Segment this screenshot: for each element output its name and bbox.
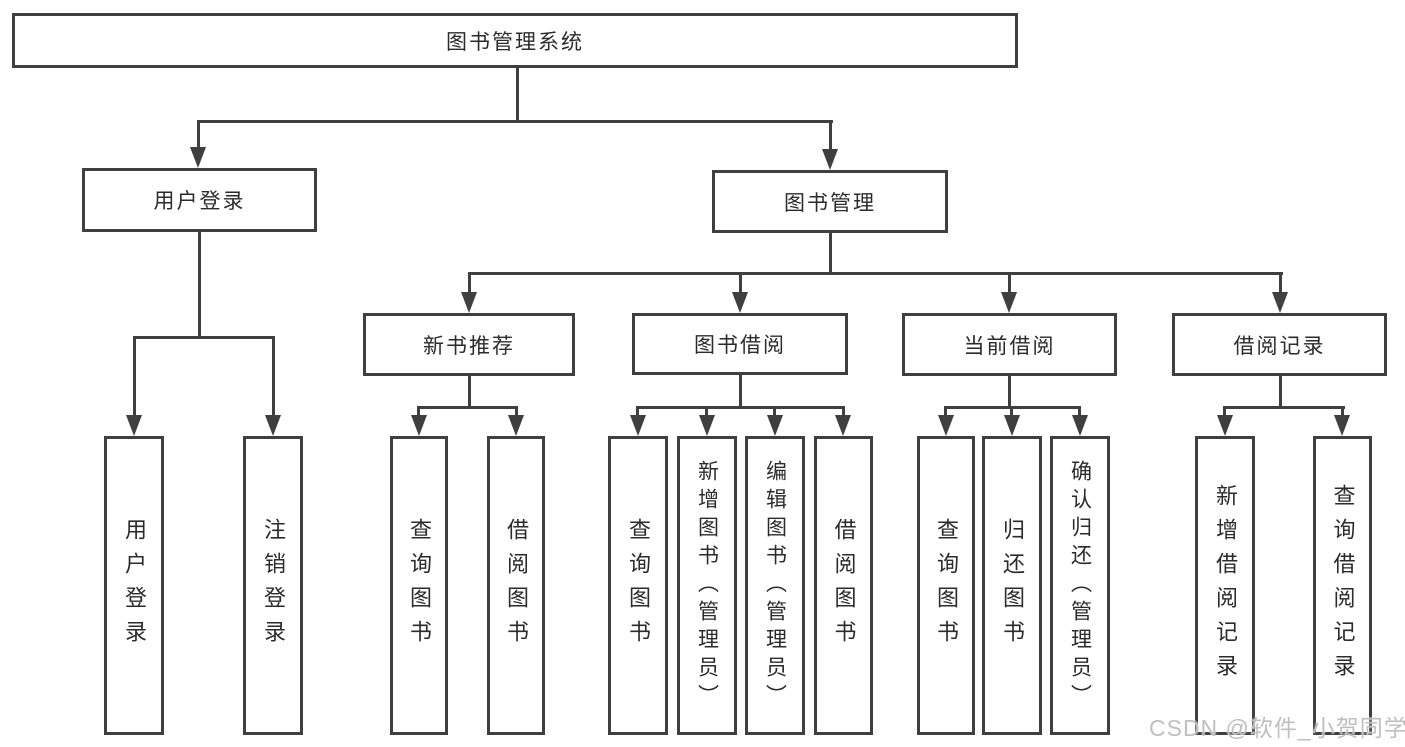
node-current-borrowing: 当前借阅 <box>902 313 1117 376</box>
arrow-down-icon <box>461 292 477 313</box>
arrow-down-icon <box>1001 292 1017 313</box>
connector-line <box>198 232 201 339</box>
arrow-down-icon <box>1004 415 1020 436</box>
node-borrowing-records-label: 借阅记录 <box>1233 334 1326 358</box>
csdn-watermark: CSDN @软件_小贺同学 <box>1149 715 1405 741</box>
connector-line <box>133 336 275 339</box>
leaf-query-books-current-label: 查询图书 <box>934 517 959 654</box>
leaf-edit-books-admin: 编辑图书（管理员） <box>745 436 805 735</box>
leaf-query-borrow-record: 查询借阅记录 <box>1313 436 1372 735</box>
connector-line <box>516 68 519 120</box>
node-new-book-recommendation: 新书推荐 <box>363 313 575 376</box>
leaf-borrow-books-recommend: 借阅图书 <box>487 436 545 735</box>
node-new-book-recommendation-label: 新书推荐 <box>423 334 515 358</box>
connector-line <box>515 406 518 417</box>
node-book-management-label: 图书管理 <box>784 191 876 215</box>
arrow-down-icon <box>1217 415 1233 436</box>
arrow-down-icon <box>630 415 646 436</box>
connector-line <box>739 272 742 292</box>
connector-line <box>705 406 708 417</box>
connector-line <box>272 339 275 416</box>
connector-line <box>829 233 832 275</box>
leaf-borrow-books-borrowing: 借阅图书 <box>814 436 873 735</box>
connector-line <box>417 406 420 417</box>
leaf-add-borrow-record: 新增借阅记录 <box>1195 436 1255 735</box>
leaf-edit-books-admin-label: 编辑图书（管理员） <box>763 459 787 712</box>
leaf-query-books-recommend-label: 查询图书 <box>407 517 432 654</box>
leaf-query-borrow-record-label: 查询借阅记录 <box>1330 483 1356 688</box>
leaf-user-login: 用户登录 <box>104 436 164 735</box>
node-book-management: 图书管理 <box>712 170 948 233</box>
connector-line <box>1279 376 1282 408</box>
connector-line <box>197 120 833 123</box>
arrow-down-icon <box>822 149 838 170</box>
leaf-query-books-recommend: 查询图书 <box>390 436 448 735</box>
connector-line <box>468 376 471 408</box>
arrow-down-icon <box>411 415 427 436</box>
arrow-down-icon <box>190 147 206 168</box>
connector-line <box>1223 406 1345 409</box>
connector-line <box>739 375 742 408</box>
connector-line <box>1008 272 1011 292</box>
leaf-confirm-return-admin: 确认归还（管理员） <box>1050 436 1110 735</box>
connector-line <box>636 406 639 417</box>
arrow-down-icon <box>1272 292 1288 313</box>
leaf-query-books-borrowing-label: 查询图书 <box>626 517 651 654</box>
connector-line <box>1341 406 1344 417</box>
arrow-down-icon <box>1334 415 1350 436</box>
node-root-label: 图书管理系统 <box>446 30 584 54</box>
node-user-login: 用户登录 <box>82 168 317 232</box>
leaf-confirm-return-admin-label: 确认归还（管理员） <box>1068 459 1092 712</box>
arrow-down-icon <box>938 415 954 436</box>
arrow-down-icon <box>699 415 715 436</box>
leaf-logout-label: 注销登录 <box>261 517 286 654</box>
arrow-down-icon <box>126 415 142 436</box>
connector-line <box>197 120 200 148</box>
arrow-down-icon <box>767 415 783 436</box>
arrow-down-icon <box>835 415 851 436</box>
connector-line <box>1008 376 1011 408</box>
leaf-user-login-label: 用户登录 <box>122 517 147 654</box>
connector-line <box>944 406 947 417</box>
connector-line <box>829 120 832 150</box>
leaf-return-books-label: 归还图书 <box>1000 517 1025 654</box>
arrow-down-icon <box>732 292 748 313</box>
node-user-login-label: 用户登录 <box>153 190 246 213</box>
connector-line <box>773 406 776 417</box>
node-root: 图书管理系统 <box>12 13 1018 68</box>
connector-line <box>1223 406 1226 417</box>
connector-line <box>1078 406 1081 417</box>
leaf-return-books: 归还图书 <box>982 436 1042 735</box>
node-book-borrowing-label: 图书借阅 <box>694 334 786 357</box>
arrow-down-icon <box>508 415 524 436</box>
leaf-borrow-books-recommend-label: 借阅图书 <box>504 517 529 654</box>
leaf-add-books-admin-label: 新增图书（管理员） <box>695 459 719 712</box>
leaf-logout: 注销登录 <box>243 436 303 735</box>
arrow-down-icon <box>1072 415 1088 436</box>
connector-line <box>133 339 136 416</box>
connector-line <box>1279 272 1282 292</box>
leaf-add-borrow-record-label: 新增借阅记录 <box>1213 483 1238 688</box>
node-book-borrowing: 图书借阅 <box>632 313 848 375</box>
leaf-borrow-books-borrowing-label: 借阅图书 <box>831 517 857 654</box>
leaf-query-books-borrowing: 查询图书 <box>608 436 668 735</box>
arrow-down-icon <box>265 415 281 436</box>
connector-line <box>468 272 471 292</box>
leaf-add-books-admin: 新增图书（管理员） <box>677 436 737 735</box>
connector-line <box>468 272 1283 275</box>
connector-line <box>842 406 845 417</box>
connector-line <box>636 406 845 409</box>
node-borrowing-records: 借阅记录 <box>1172 313 1387 376</box>
node-current-borrowing-label: 当前借阅 <box>963 334 1056 358</box>
leaf-query-books-current: 查询图书 <box>917 436 975 735</box>
connector-line <box>417 406 518 409</box>
connector-line <box>1010 406 1013 417</box>
